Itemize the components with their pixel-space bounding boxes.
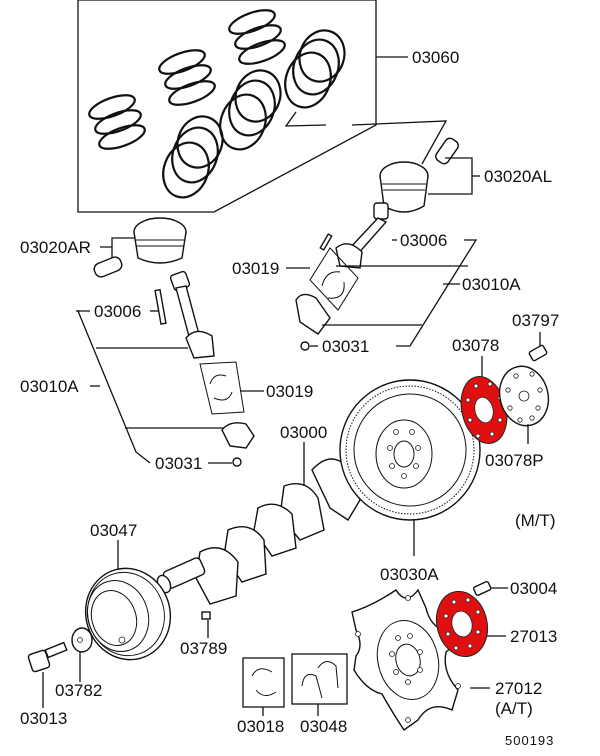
bearing-box-right	[309, 247, 359, 311]
part-label-03010A-right: 03010A	[462, 275, 521, 294]
bracket	[100, 237, 138, 248]
bracket	[77, 310, 151, 464]
pulley-washer-icon	[71, 627, 93, 653]
transmission-note-mt: (M/T)	[515, 511, 556, 530]
crank-pulley-icon	[84, 567, 172, 661]
bearing-shells-left-icon	[209, 374, 233, 401]
crankshaft-group[interactable]: 03000	[155, 423, 361, 605]
part-label-03006-left: 03006	[94, 302, 141, 321]
bracket	[428, 157, 473, 195]
bearing-box-left	[199, 361, 245, 415]
part-label-03797: 03797	[512, 311, 559, 330]
part-label-03006-right: 03006	[400, 231, 447, 250]
part-label-03004: 03004	[510, 579, 557, 598]
flywheel-icon	[339, 379, 481, 521]
part-label-03060: 03060	[412, 48, 459, 67]
main-bearing-box	[242, 657, 285, 708]
piston-rings-stack-6	[284, 29, 346, 109]
part-label-03020AR: 03020AR	[20, 238, 91, 257]
conrod-cap-right-icon	[295, 293, 331, 335]
piston-right-group[interactable]: 03020AR	[20, 217, 187, 279]
part-label-03048: 03048	[300, 717, 347, 736]
piston-rings-stack-3	[228, 9, 286, 65]
piston-rings-stack-5	[219, 69, 282, 151]
ring-set-pointer	[284, 111, 327, 127]
thrust-bearing-box	[291, 653, 348, 705]
conrod-cap-left-icon	[221, 422, 255, 449]
leader-line	[351, 120, 448, 165]
flywheel-group[interactable]: 03030A 03078 03797 03078P (M/T)	[339, 311, 559, 584]
piston-right-icon	[93, 217, 187, 278]
ring-set-box	[77, 0, 377, 213]
woodruff-key-icon	[201, 611, 211, 620]
part-label-03030A: 03030A	[380, 565, 439, 584]
part-label-03078: 03078	[452, 336, 499, 355]
thrust-bearing-group[interactable]: 03048	[291, 653, 348, 736]
thrust-bearing-icon	[301, 661, 339, 699]
bearing-shells-right-icon	[321, 271, 345, 299]
crank-pulley-group[interactable]: 03047 03782 03013	[20, 521, 182, 728]
part-label-03019-left: 03019	[266, 382, 313, 401]
figure-id: 500193	[505, 733, 554, 748]
part-label-03047: 03047	[90, 521, 137, 540]
flywheel-plate-mt-icon	[498, 365, 550, 427]
part-label-27013: 27013	[510, 627, 557, 646]
bracket	[396, 239, 478, 347]
conrod-nut-right-icon	[300, 341, 310, 351]
drive-plate-at-icon	[351, 588, 462, 731]
conrod-right-group[interactable]: 03006 03019 03010A 03031	[232, 202, 521, 356]
piston-rings-stack-1	[88, 94, 146, 150]
conrod-right-icon	[319, 202, 389, 269]
conrod-nut-left-icon	[232, 457, 242, 467]
part-label-03018: 03018	[237, 717, 284, 736]
flywheel-adapter-mt-highlighted-icon	[460, 376, 508, 444]
conrod-left-icon	[154, 270, 215, 359]
part-label-03010A-left: 03010A	[20, 377, 79, 396]
part-label-03078P: 03078P	[485, 451, 544, 470]
drive-plate-bolt-icon	[473, 580, 492, 596]
piston-left-group[interactable]: 03020AL	[351, 120, 552, 213]
woodruff-key-group[interactable]: 03789	[180, 611, 227, 658]
part-label-03000: 03000	[280, 423, 327, 442]
piston-rings-stack-2	[158, 49, 216, 106]
piston-ring-set-group[interactable]: 03060	[77, 0, 459, 213]
part-label-03020AL: 03020AL	[484, 167, 552, 186]
main-bearing-icon	[251, 668, 277, 696]
part-label-03782: 03782	[55, 681, 102, 700]
part-label-03031-left: 03031	[155, 454, 202, 473]
flywheel-bolt-icon	[528, 344, 548, 362]
part-label-03019-top: 03019	[232, 259, 279, 278]
pulley-bolt-icon	[27, 641, 68, 673]
part-label-27012: 27012	[495, 679, 542, 698]
drive-plate-adapter-at-highlighted-icon	[435, 590, 489, 658]
conrod-left-group[interactable]: 03006 03010A 03019 03031	[20, 270, 313, 473]
drive-plate-group[interactable]: 27013 03004 27012 (A/T)	[351, 579, 557, 731]
part-label-03031-mid: 03031	[322, 337, 369, 356]
crankshaft-icon	[156, 458, 361, 605]
main-bearing-group[interactable]: 03018	[237, 657, 285, 736]
piston-left-icon	[379, 137, 459, 213]
part-label-03789: 03789	[180, 639, 227, 658]
piston-rings-stack-4	[162, 115, 224, 199]
part-label-03013: 03013	[20, 709, 67, 728]
transmission-note-at: (A/T)	[495, 699, 533, 718]
